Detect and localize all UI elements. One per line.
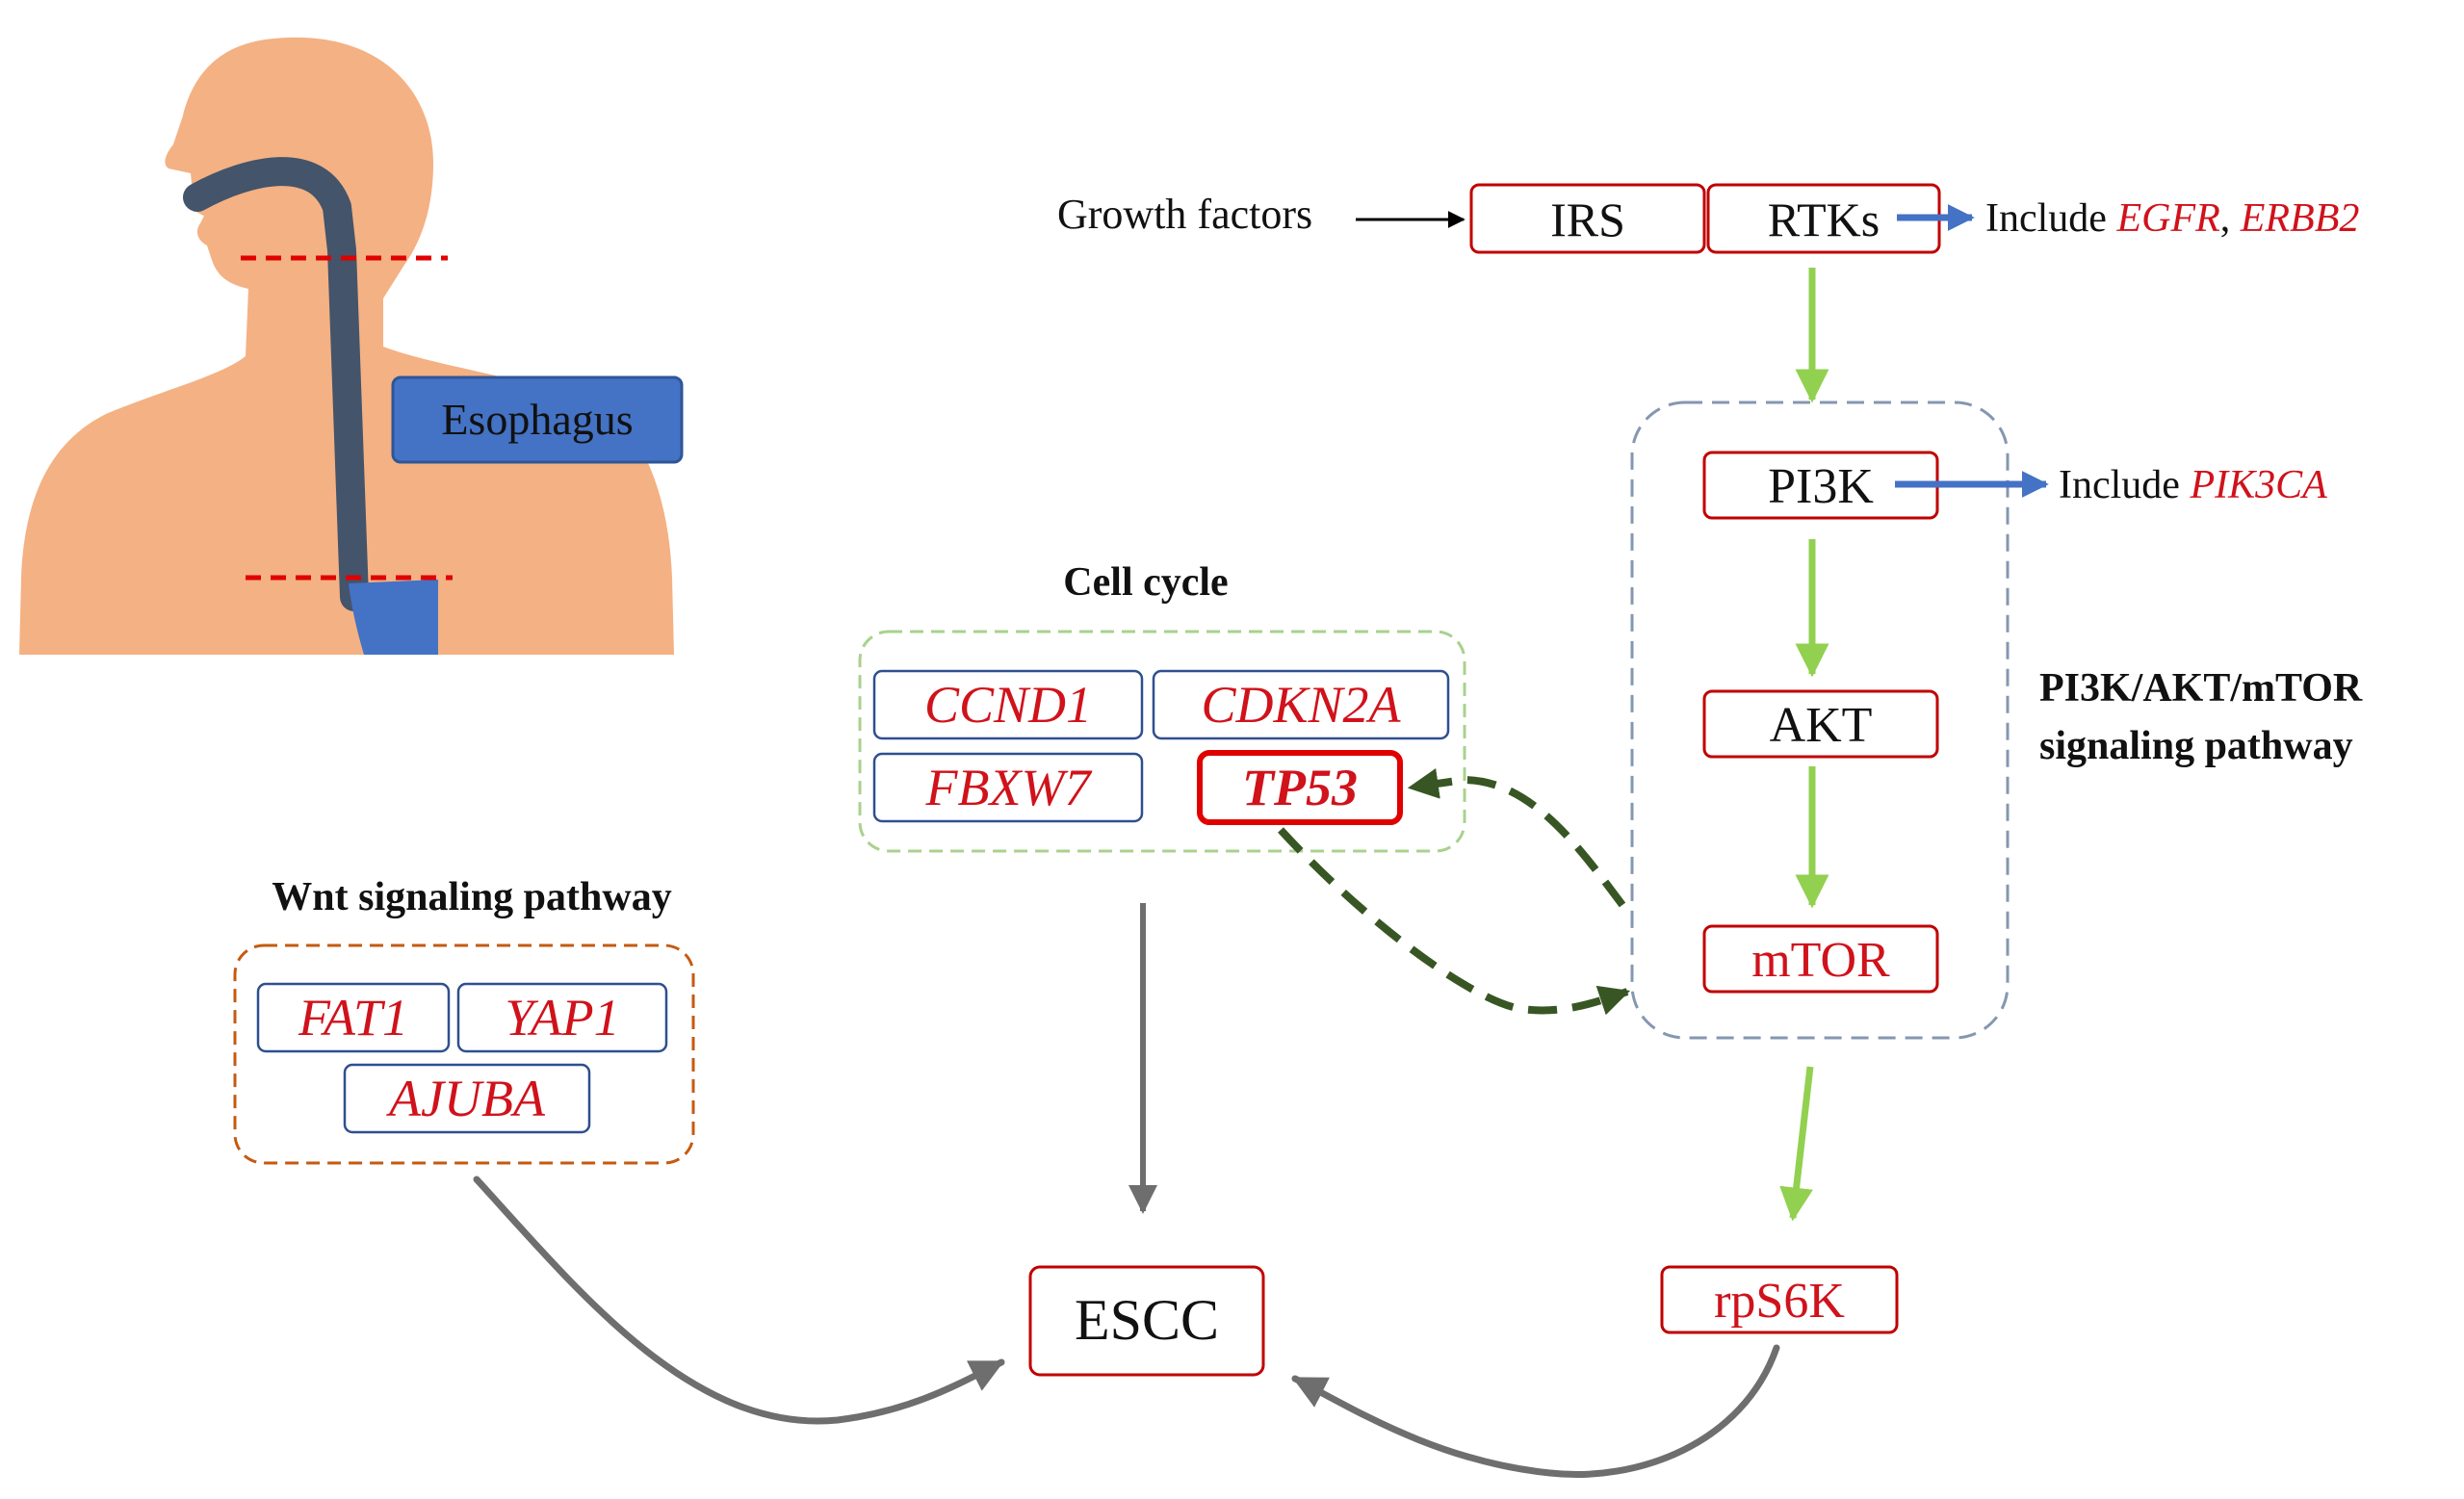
rps6k-box <box>1660 1265 1899 1334</box>
escc-label: ESCC <box>1075 1288 1219 1352</box>
growth-factors-label: Growth factors <box>1057 191 1312 238</box>
pi3k-pathway-title-line2: signaling pathway <box>2039 724 2353 768</box>
gene-ccnd1: CCND1 <box>924 676 1092 734</box>
akt-label: AKT <box>1770 698 1873 753</box>
tp53-pi3k-feedback <box>1278 768 1631 1016</box>
wnt-to-escc-arrow <box>473 1176 1005 1425</box>
pi3k-label: PI3K <box>1768 459 1874 514</box>
escc-box <box>1028 1265 1265 1377</box>
irs-box <box>1469 183 1706 254</box>
irs-label: IRS <box>1550 193 1625 246</box>
esophagus-label-box <box>391 375 684 464</box>
gene-separator: , <box>2220 196 2241 241</box>
rps6k-to-escc-arrow <box>1291 1344 1780 1478</box>
ajuba-box <box>343 1063 591 1134</box>
cell-cycle-border <box>858 630 1466 853</box>
gene-fbxw7: FBXW7 <box>925 759 1093 816</box>
gene-fat1: FAT1 <box>298 989 408 1047</box>
mtor-to-rps6k-arrow <box>1779 1066 1814 1222</box>
gene-egfr: EGFR <box>2115 196 2219 241</box>
esophagus-label: Esophagus <box>441 395 633 444</box>
fat1-box <box>256 982 451 1053</box>
rtks-include-prefix: Include <box>1985 196 2116 241</box>
akt-box <box>1702 689 1939 759</box>
cell-cycle-group: Cell cycle CCND1 CDKN2A FBXW7 TP53 <box>858 560 1466 1214</box>
pi3k-include-prefix: Include <box>2059 463 2190 507</box>
gene-cdkn2a: CDKN2A <box>1201 676 1401 734</box>
pathway-to-tp53-dashed-arrow <box>1407 768 1626 908</box>
stomach-shape <box>349 580 438 655</box>
wnt-pathway-group: Wnt signaling pathway FAT1 YAP1 AJUBA <box>233 875 695 1165</box>
cdkn2a-box <box>1152 669 1450 740</box>
gene-ajuba: AJUBA <box>386 1070 546 1127</box>
pi3k-pathway-border <box>1630 401 2010 1040</box>
tp53-to-mtor-dashed-arrow <box>1278 827 1631 1016</box>
rtks-include-note: Include EGFR, ERBB2 <box>1985 196 2359 241</box>
pi3k-akt-mtor-pathway: PI3K Include PIK3CA AKT mTOR PI3K/AKT/mT… <box>1630 401 2363 1334</box>
esophagus-tube <box>183 157 369 611</box>
tp53-box <box>1197 750 1403 825</box>
human-silhouette-illustration: Esophagus <box>19 37 684 656</box>
escc-outcome: ESCC <box>473 1176 1780 1478</box>
gene-tp53: TP53 <box>1242 759 1358 816</box>
rps6k-label: rpS6K <box>1714 1274 1845 1329</box>
wnt-pathway-title: Wnt signaling pathway <box>272 875 671 919</box>
cell-cycle-title: Cell cycle <box>1063 560 1228 605</box>
mtor-label: mTOR <box>1751 933 1890 988</box>
wnt-pathway-border <box>233 943 695 1165</box>
fbxw7-box <box>872 752 1144 823</box>
gene-pik3ca: PIK3CA <box>2189 463 2327 507</box>
pi3k-pathway-title-line1: PI3K/AKT/mTOR <box>2039 666 2363 711</box>
receptor-section: Growth factors IRS RTKs Include EGFR, ER… <box>1057 183 2359 403</box>
rtks-label: RTKs <box>1768 193 1880 246</box>
pi3k-include-note: Include PIK3CA <box>2059 463 2327 507</box>
gene-yap1: YAP1 <box>505 989 619 1047</box>
ccnd1-box <box>872 669 1144 740</box>
gene-erbb2: ERBB2 <box>2240 196 2360 241</box>
mtor-box <box>1702 924 1939 994</box>
yap1-box <box>456 982 668 1053</box>
